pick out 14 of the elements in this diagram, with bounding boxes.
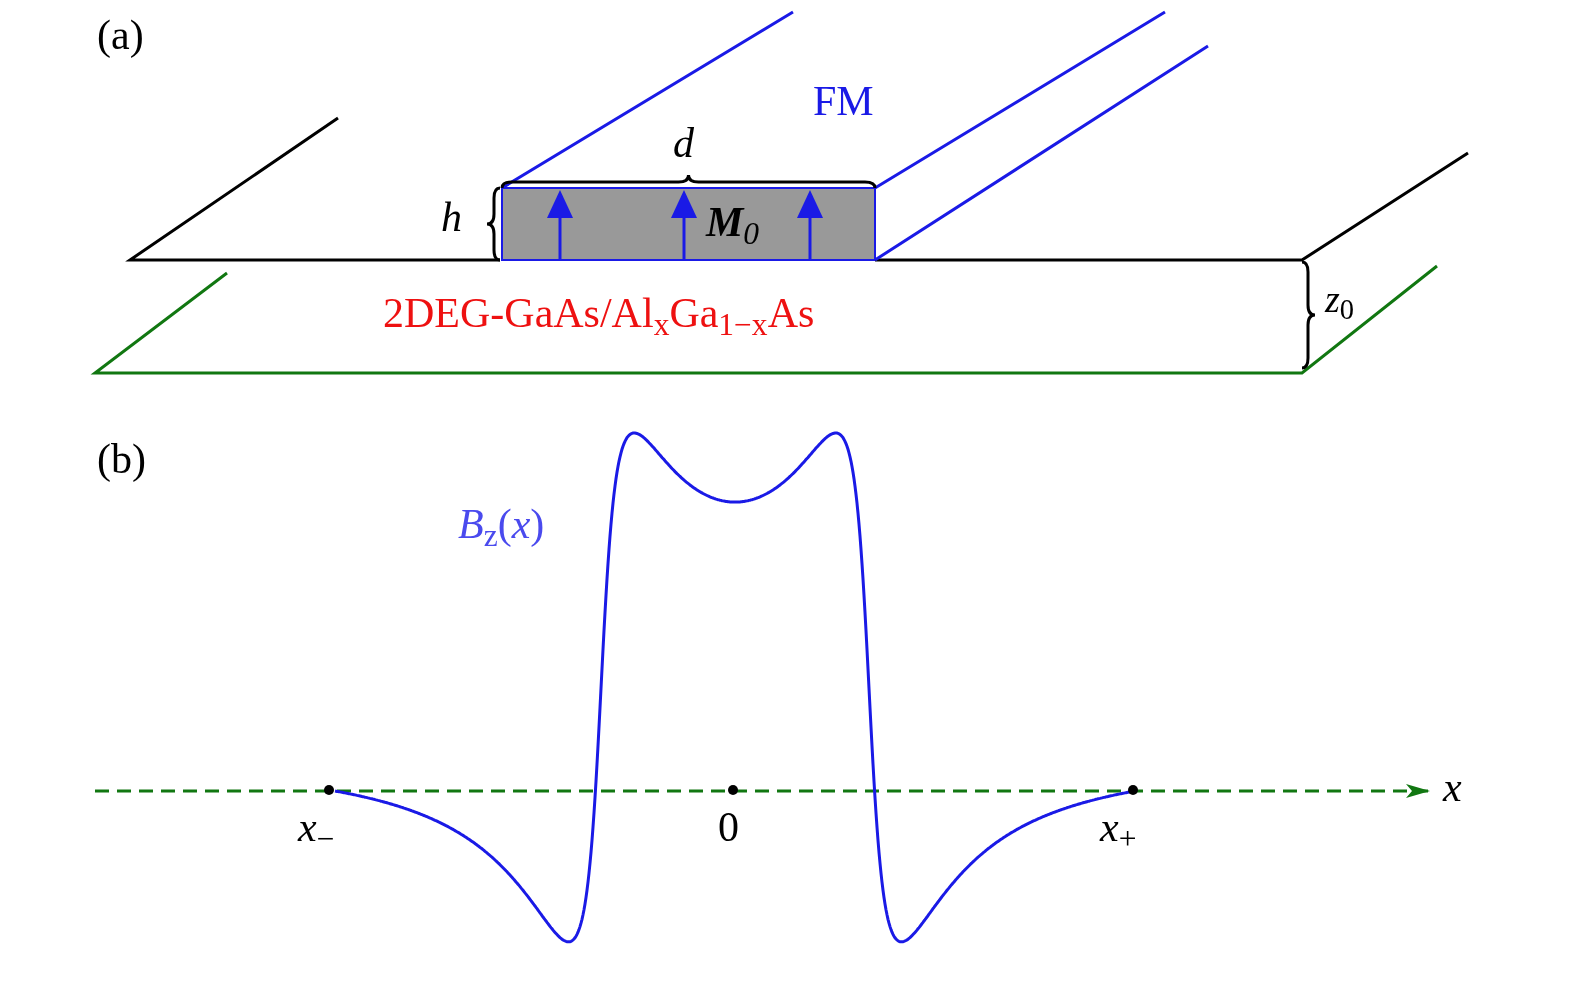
dimension-label: d: [673, 122, 694, 164]
magnet-block: [501, 187, 876, 261]
axis-point-label: x$_{−}$: [298, 806, 335, 848]
panel-label: (b): [97, 438, 146, 480]
curve-label: B$_{z}$(x): [458, 503, 545, 545]
dimension-label: z$_{0}$: [1325, 280, 1355, 318]
axis-point-label: 0: [718, 806, 739, 848]
material-label: FM: [813, 80, 874, 122]
axis-label: x: [1443, 766, 1462, 808]
magnetization-label: M$_{0}$: [706, 201, 760, 243]
layer-label: 2DEG-GaAs/Al$_{x}$Ga$_{1−x}$As: [383, 292, 815, 334]
dimension-label: h: [441, 196, 462, 238]
panel-label: (a): [97, 14, 144, 56]
axis-point-label: x$_{+}$: [1100, 806, 1137, 848]
